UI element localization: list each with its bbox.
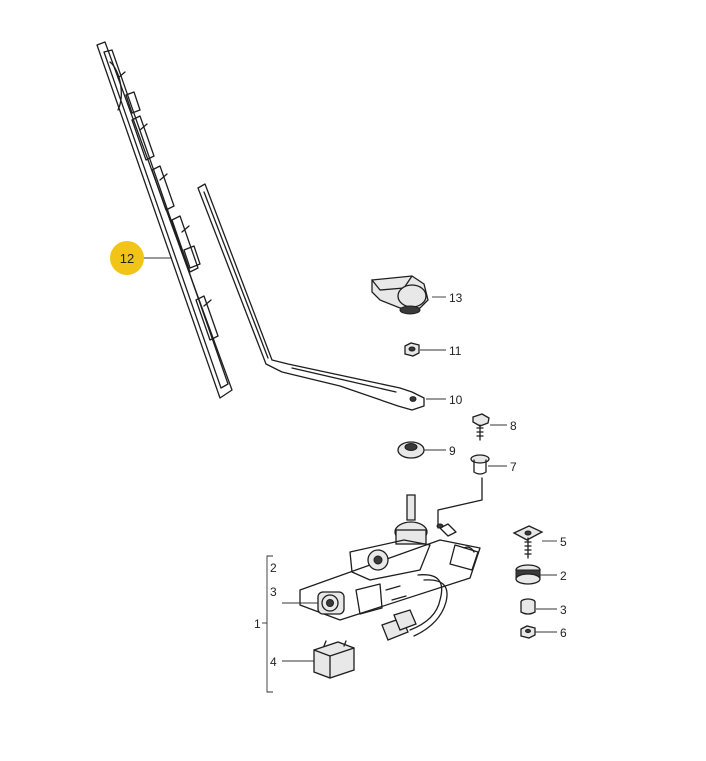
bolt-8[interactable] bbox=[472, 413, 490, 441]
relay-4[interactable] bbox=[313, 640, 355, 679]
callout-label-12: 12 bbox=[120, 251, 134, 266]
nut-6[interactable] bbox=[520, 625, 536, 639]
wiper-blade[interactable] bbox=[96, 41, 233, 399]
washer-9[interactable] bbox=[397, 441, 425, 459]
plate-screw-5[interactable] bbox=[512, 525, 544, 559]
callout-label-2[interactable]: 2 bbox=[560, 569, 567, 583]
callout-label-3[interactable]: 3 bbox=[560, 603, 567, 617]
callout-labels: 13 11 10 8 9 7 5 2 3 6 bbox=[449, 291, 567, 640]
wiper-motor-assembly[interactable] bbox=[299, 477, 483, 641]
bushing-7[interactable] bbox=[470, 454, 490, 475]
bracket-item-2[interactable]: 2 bbox=[270, 561, 277, 575]
bracket-item-4[interactable]: 4 bbox=[270, 655, 277, 669]
leader-lines bbox=[143, 257, 557, 693]
grommet-2[interactable] bbox=[515, 564, 541, 585]
highlight-badge bbox=[110, 241, 144, 275]
callout-label-5[interactable]: 5 bbox=[560, 535, 567, 549]
callout-12-highlight[interactable]: 12 bbox=[110, 241, 144, 275]
callout-label-6[interactable]: 6 bbox=[560, 626, 567, 640]
callout-label-11[interactable]: 11 bbox=[449, 344, 462, 358]
bracket-label-1[interactable]: 1 bbox=[254, 617, 261, 631]
callout-label-13[interactable]: 13 bbox=[449, 291, 463, 305]
wiper-arm[interactable] bbox=[197, 183, 425, 411]
cap-13[interactable] bbox=[371, 275, 429, 315]
callout-label-7[interactable]: 7 bbox=[510, 460, 517, 474]
spacer-3[interactable] bbox=[520, 598, 536, 615]
nut-11[interactable] bbox=[404, 342, 420, 357]
bracket-item-3[interactable]: 3 bbox=[270, 585, 277, 599]
callout-label-9[interactable]: 9 bbox=[449, 444, 456, 458]
bracket-group: 1 2 3 4 bbox=[254, 561, 277, 669]
callout-label-10[interactable]: 10 bbox=[449, 393, 463, 407]
callout-label-8[interactable]: 8 bbox=[510, 419, 517, 433]
